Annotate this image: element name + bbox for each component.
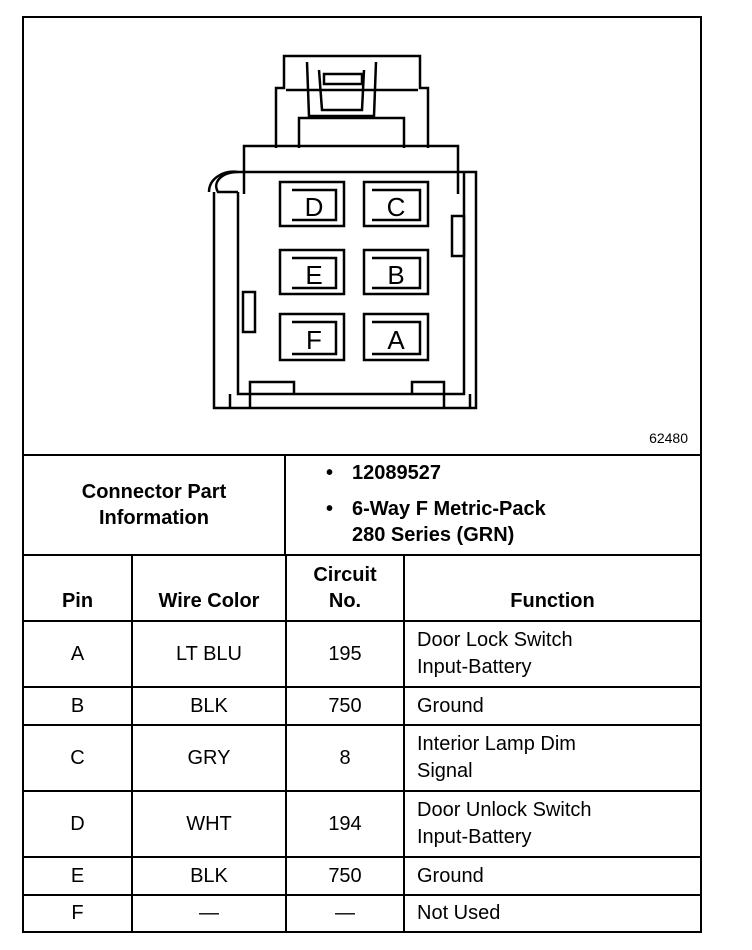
part-info-label-line2: Information: [99, 507, 209, 529]
wire-color-cell: LT BLU: [131, 620, 287, 688]
table-row: F — — Not Used: [24, 894, 700, 931]
wire-color-cell: BLK: [131, 686, 287, 726]
figure-id: 62480: [649, 430, 688, 446]
part-info-label-line1: Connector Part: [81, 481, 227, 503]
pin-label-d: D: [305, 192, 324, 222]
pin-cavity-c: [362, 180, 430, 228]
circuit-cell: 195: [285, 620, 405, 688]
wire-color-cell: WHT: [131, 790, 287, 858]
pin-cell: A: [24, 620, 133, 688]
pin-cavity-e: [278, 248, 346, 296]
wire-color-cell: BLK: [131, 856, 287, 896]
right-key: [450, 214, 466, 258]
part-number: 12089527: [286, 460, 700, 486]
pin-label-c: C: [387, 192, 406, 222]
left-key: [241, 290, 257, 334]
wire-color-cell: —: [131, 894, 287, 931]
part-description-line2: 280 Series (GRN): [352, 524, 515, 546]
pin-cell: B: [24, 686, 133, 726]
wire-color-cell: GRY: [131, 724, 287, 792]
pin-cavity-a: [362, 312, 430, 362]
pin-cell: F: [24, 894, 133, 931]
circuit-cell: —: [285, 894, 405, 931]
connector-sheet: D C E B F A 62480 Connector Part Informa…: [22, 16, 702, 933]
circuit-cell: 750: [285, 856, 405, 896]
connector-face-diagram: D C E B F A: [207, 54, 478, 410]
circuit-cell: 750: [285, 686, 405, 726]
pin-cavity-d: [278, 180, 346, 228]
table-row: B BLK 750 Ground: [24, 686, 700, 726]
circuit-cell: 194: [285, 790, 405, 858]
pin-label-f: F: [306, 325, 322, 355]
pin-cavity-b: [362, 248, 430, 296]
table-row: E BLK 750 Ground: [24, 856, 700, 896]
part-description-line1: 6-Way F Metric-Pack: [352, 498, 546, 520]
part-info-details: 12089527 6-Way F Metric-Pack 280 Series …: [286, 456, 700, 554]
header-wire-color: Wire Color: [131, 554, 287, 622]
pin-cell: C: [24, 724, 133, 792]
function-cell: Ground: [403, 856, 700, 896]
pin-cell: E: [24, 856, 133, 896]
function-cell: Not Used: [403, 894, 700, 931]
header-function: Function: [403, 554, 700, 622]
part-info-label: Connector Part Information: [24, 456, 286, 554]
connector-latch: [274, 54, 430, 148]
pin-label-b: B: [387, 260, 404, 290]
pin-cell: D: [24, 790, 133, 858]
function-cell: Ground: [403, 686, 700, 726]
pin-label-a: A: [387, 325, 405, 355]
header-pin: Pin: [24, 554, 133, 622]
connector-housing: [207, 170, 478, 410]
part-description: 6-Way F Metric-Pack 280 Series (GRN): [286, 496, 700, 548]
part-info-row: Connector Part Information 12089527 6-Wa…: [24, 454, 700, 554]
pin-label-e: E: [305, 260, 322, 290]
circuit-cell: 8: [285, 724, 405, 792]
pin-cavity-f: [278, 312, 346, 362]
